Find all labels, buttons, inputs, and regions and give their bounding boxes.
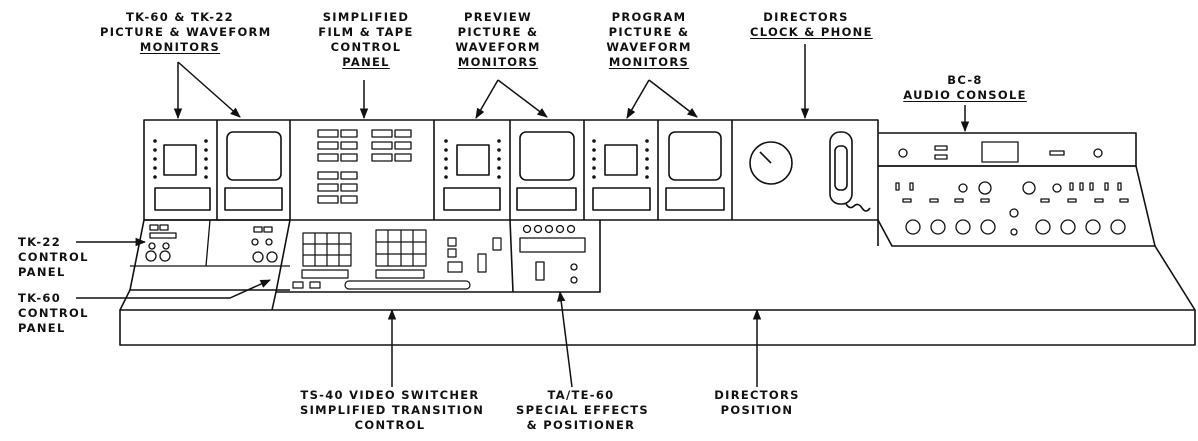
label-program-monitors: PROGRAM PICTURE & WAVEFORM MONITORS xyxy=(606,10,692,69)
audio-console-details xyxy=(895,141,1129,236)
monitor-tk22-waveform xyxy=(224,131,283,211)
monitor-preview-waveform xyxy=(516,131,577,211)
label-directors-clock-phone: DIRECTORS CLOCK & PHONE xyxy=(750,10,873,39)
monitor-tk60 xyxy=(154,144,211,211)
tk-control-panels xyxy=(130,219,290,267)
monitor-preview-picture xyxy=(443,144,501,211)
directors-phone xyxy=(829,131,871,212)
directors-clock xyxy=(749,141,793,185)
label-tk60-control-panel: TK-60 CONTROL PANEL xyxy=(18,291,89,335)
monitor-knobs xyxy=(153,139,649,179)
monitor-program-picture xyxy=(592,144,651,211)
label-preview-monitors: PREVIEW PICTURE & WAVEFORM MONITORS xyxy=(455,10,541,69)
label-tk22-control-panel: TK-22 CONTROL PANEL xyxy=(18,235,89,279)
special-effects-panel xyxy=(519,224,586,284)
label-tk60-tk22-monitors: TK-60 & TK-22 PICTURE & WAVEFORM MONITOR… xyxy=(100,10,272,54)
leader-arrows xyxy=(76,44,970,388)
film-tape-control-buttons xyxy=(317,129,412,204)
console-outline xyxy=(119,119,1196,346)
label-special-effects: TA/TE-60 SPECIAL EFFECTS & POSITIONER xyxy=(516,388,650,432)
monitor-program-waveform xyxy=(665,131,725,211)
label-directors-position: DIRECTORS POSITION xyxy=(714,388,800,417)
video-switcher-buttons xyxy=(292,229,502,290)
label-audio-console: BC-8 AUDIO CONSOLE xyxy=(903,73,1027,102)
label-video-switcher: TS-40 VIDEO SWITCHER SIMPLIFIED TRANSITI… xyxy=(300,388,485,432)
label-film-tape-panel: SIMPLIFIED FILM & TAPE CONTROL PANEL xyxy=(318,10,414,69)
